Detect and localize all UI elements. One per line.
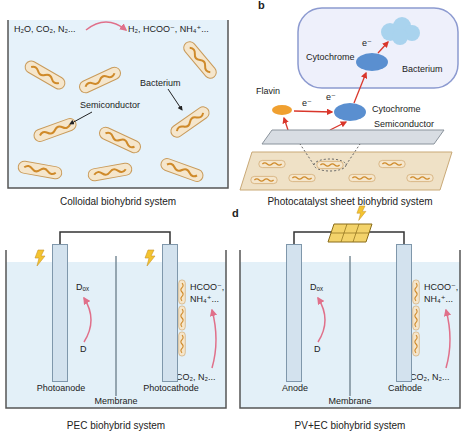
photocatalyst-sheet <box>240 8 458 190</box>
product-label: HCOO⁻, <box>190 282 224 293</box>
product-label: H₂, HCOO⁻, NH₄⁺... <box>128 24 209 35</box>
part-label: Bacterium <box>402 64 443 75</box>
panel-letter: d <box>232 208 239 219</box>
reactant-label: CO₂, N₂... <box>176 372 216 383</box>
electron-label: e⁻ <box>362 38 372 49</box>
electrode: Anode <box>286 244 302 382</box>
reactant-label: H₂O, CO₂, N₂... <box>14 24 75 35</box>
enzyme-blob <box>381 17 420 45</box>
electrode-label: Photocathode <box>143 383 199 394</box>
part-label: Cytochrome <box>306 52 355 63</box>
product-label: NH₄⁺... <box>190 294 219 305</box>
panel-letter: b <box>258 0 265 11</box>
reactant-label: CO₂, N₂... <box>410 372 450 383</box>
flavin <box>272 105 292 115</box>
panel-caption: Colloidal biohybrid system <box>60 196 176 208</box>
electrode: Photocathode <box>162 244 178 382</box>
pv-panel <box>328 224 372 242</box>
electron-label: e⁻ <box>326 92 336 103</box>
pec-cell <box>6 250 226 408</box>
panel-caption: PEC biohybrid system <box>67 420 165 432</box>
cytochrome <box>334 103 366 121</box>
species-label: D <box>314 344 321 355</box>
panel-caption: Photocatalyst sheet biohybrid system <box>267 196 432 208</box>
wire <box>60 232 170 244</box>
species-label: Dₒₓ <box>310 282 323 293</box>
panel-caption: PV+EC biohybrid system <box>295 420 406 432</box>
electrode-label: Photoanode <box>37 383 86 394</box>
part-label: Cytochrome <box>372 104 421 115</box>
membrane-label: Membrane <box>326 396 373 407</box>
part-label: Flavin <box>256 86 280 97</box>
electrode: Photoanode <box>52 244 68 382</box>
product-label: NH₄⁺... <box>424 294 453 305</box>
species-label: Dₒₓ <box>76 282 89 293</box>
part-label: Semiconductor <box>80 100 140 111</box>
electron-label: e⁻ <box>302 98 312 109</box>
part-label: Semiconductor <box>374 119 434 130</box>
cytochrome <box>356 53 388 71</box>
membrane-label: Membrane <box>92 396 139 407</box>
electrode-label: Anode <box>282 383 308 394</box>
electrode-label: Cathode <box>388 383 422 394</box>
colloidal-beaker <box>8 20 228 188</box>
product-label: HCOO⁻, <box>424 282 458 293</box>
electrode: Cathode <box>396 244 412 382</box>
species-label: D <box>80 344 87 355</box>
pv-ec-cell <box>240 206 460 408</box>
part-label: Bacterium <box>140 78 181 89</box>
